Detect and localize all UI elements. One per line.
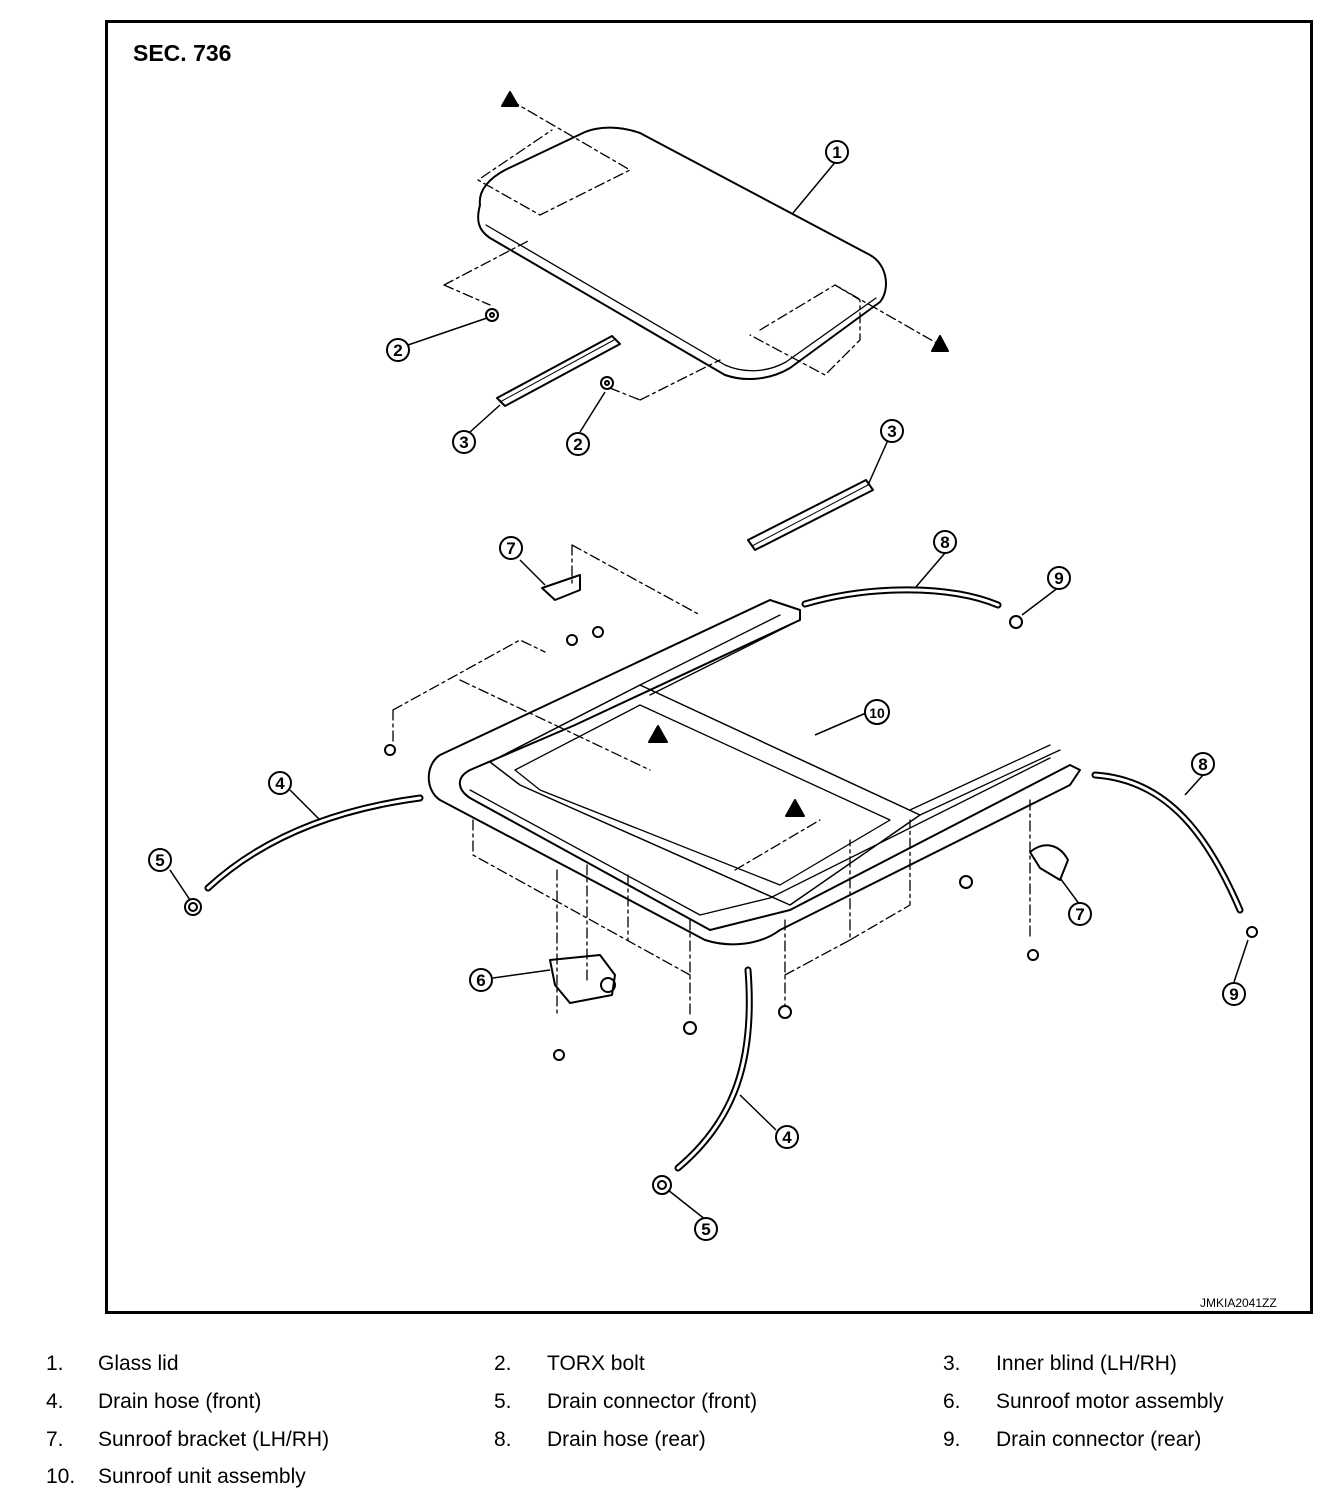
svg-text:2: 2 <box>393 341 402 360</box>
svg-text:5: 5 <box>701 1220 710 1239</box>
callout-5: 5 <box>694 1217 718 1241</box>
svg-text:10: 10 <box>869 705 885 721</box>
svg-text:9: 9 <box>1054 569 1063 588</box>
callout-4: 4 <box>268 771 292 795</box>
svg-text:2: 2 <box>573 435 582 454</box>
section-label: SEC. 736 <box>133 40 232 66</box>
callout-4: 4 <box>775 1125 799 1149</box>
callout-3: 3 <box>452 430 476 454</box>
callout-9: 9 <box>1047 566 1071 590</box>
image-code: JMKIA2041ZZ <box>1200 1296 1277 1310</box>
svg-text:3: 3 <box>459 433 468 452</box>
sunroof-bracket-left <box>541 574 581 601</box>
callout-10: 10 <box>864 699 890 725</box>
callout-2: 2 <box>566 432 590 456</box>
callout-9: 9 <box>1222 982 1246 1006</box>
sunroof-exploded-view: 1 2 2 3 3 4 4 5 5 6 7 7 8 8 9 9 10 <box>148 91 1258 1241</box>
diagram-frame <box>105 20 1313 1314</box>
sunroof-bracket-right <box>1029 844 1069 881</box>
svg-text:1: 1 <box>832 143 841 162</box>
svg-text:6: 6 <box>476 971 485 990</box>
callout-6: 6 <box>469 968 493 992</box>
callout-8: 8 <box>933 530 957 554</box>
inner-blind-left <box>496 335 621 407</box>
drain-hose-front-left <box>204 794 424 892</box>
callout-7: 7 <box>499 536 523 560</box>
inner-blind-right <box>747 479 874 551</box>
svg-text:5: 5 <box>155 851 164 870</box>
svg-text:8: 8 <box>940 533 949 552</box>
svg-text:7: 7 <box>506 539 515 558</box>
svg-text:9: 9 <box>1229 985 1238 1004</box>
drain-hose-front-bottom <box>674 966 753 1172</box>
svg-text:7: 7 <box>1075 905 1084 924</box>
svg-text:8: 8 <box>1198 755 1207 774</box>
callout-3: 3 <box>880 419 904 443</box>
sunroof-motor <box>549 954 616 1004</box>
svg-text:3: 3 <box>887 422 896 441</box>
glass-lid <box>477 126 887 380</box>
drain-hose-rear-right <box>1091 771 1244 914</box>
callout-8: 8 <box>1191 752 1215 776</box>
callout-7: 7 <box>1068 902 1092 926</box>
svg-text:4: 4 <box>782 1128 792 1147</box>
callout-2: 2 <box>386 338 410 362</box>
svg-text:4: 4 <box>275 774 285 793</box>
callout-1: 1 <box>825 140 849 164</box>
sunroof-unit-frame <box>427 599 1081 946</box>
callout-5: 5 <box>148 848 172 872</box>
